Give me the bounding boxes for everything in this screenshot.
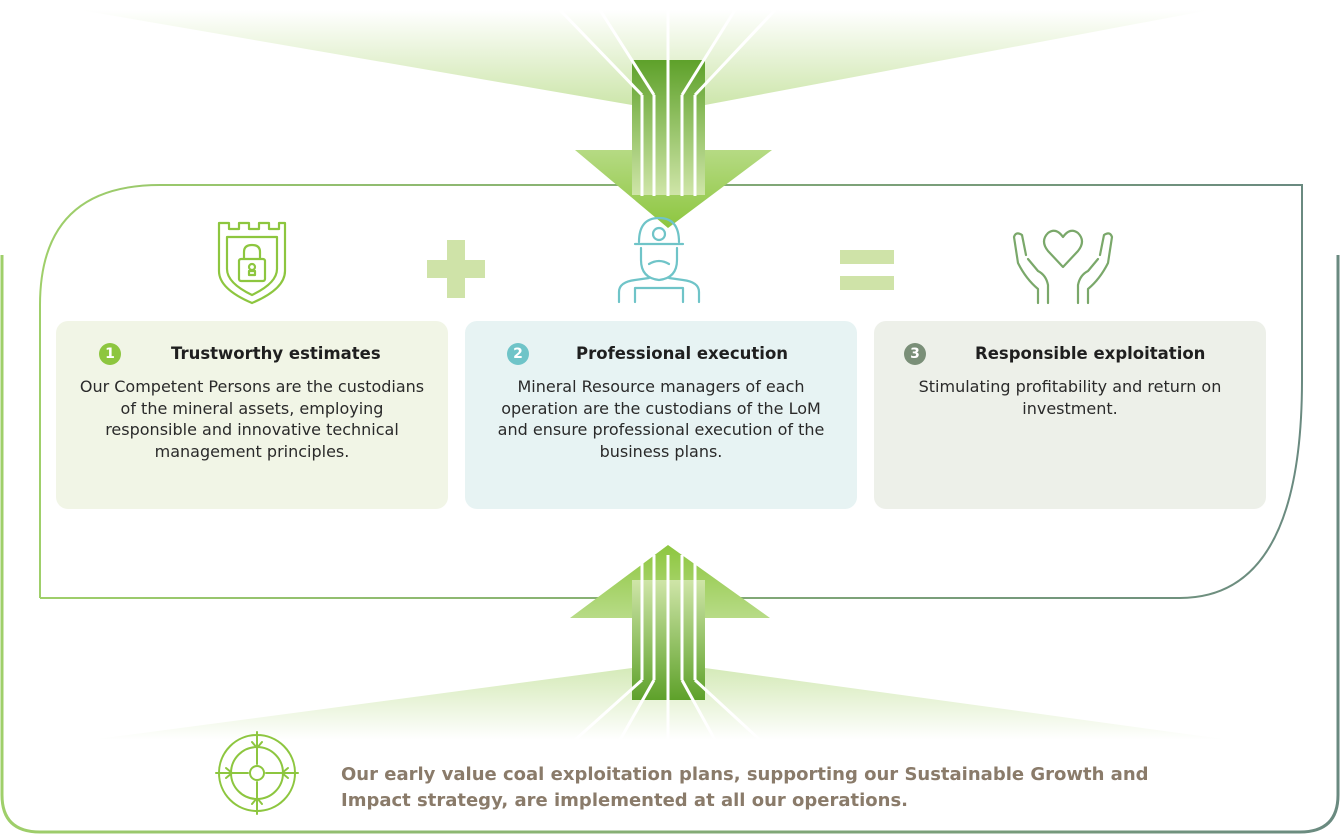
card-professional-execution: 2 Professional execution Mineral Resourc… [465, 321, 857, 509]
miner-helmet-icon [617, 216, 701, 304]
inner-loop-outline [39, 184, 1303, 599]
card-trustworthy-estimates: 1 Trustworthy estimates Our Competent Pe… [56, 321, 448, 509]
card-description: Stimulating profitability and return on … [918, 377, 1222, 418]
outer-frame [0, 255, 1340, 834]
step-number-badge: 1 [99, 343, 121, 365]
card-title: Responsible exploitation [975, 344, 1206, 363]
step-number-badge: 2 [507, 343, 529, 365]
step-number-badge: 3 [904, 343, 926, 365]
card-description: Mineral Resource managers of each operat… [497, 377, 825, 461]
card-description: Our Competent Persons are the custodians… [79, 377, 425, 461]
target-icon [215, 731, 299, 815]
bottom-arrow-lines [573, 555, 762, 742]
card-responsible-exploitation: 3 Responsible exploitation Stimulating p… [874, 321, 1266, 509]
card-header: 1 Trustworthy estimates [56, 343, 448, 369]
card-header: 3 Responsible exploitation [874, 343, 1266, 369]
shield-lock-icon [217, 221, 287, 305]
footer-statement: Our early value coal exploitation plans,… [341, 764, 1149, 811]
card-title: Trustworthy estimates [171, 344, 381, 363]
card-header: 2 Professional execution [465, 343, 857, 369]
equals-icon [840, 250, 894, 290]
card-title: Professional execution [576, 344, 789, 363]
hands-heart-icon [1012, 229, 1114, 305]
top-arrow-lines [558, 8, 777, 196]
plus-icon [427, 240, 485, 298]
